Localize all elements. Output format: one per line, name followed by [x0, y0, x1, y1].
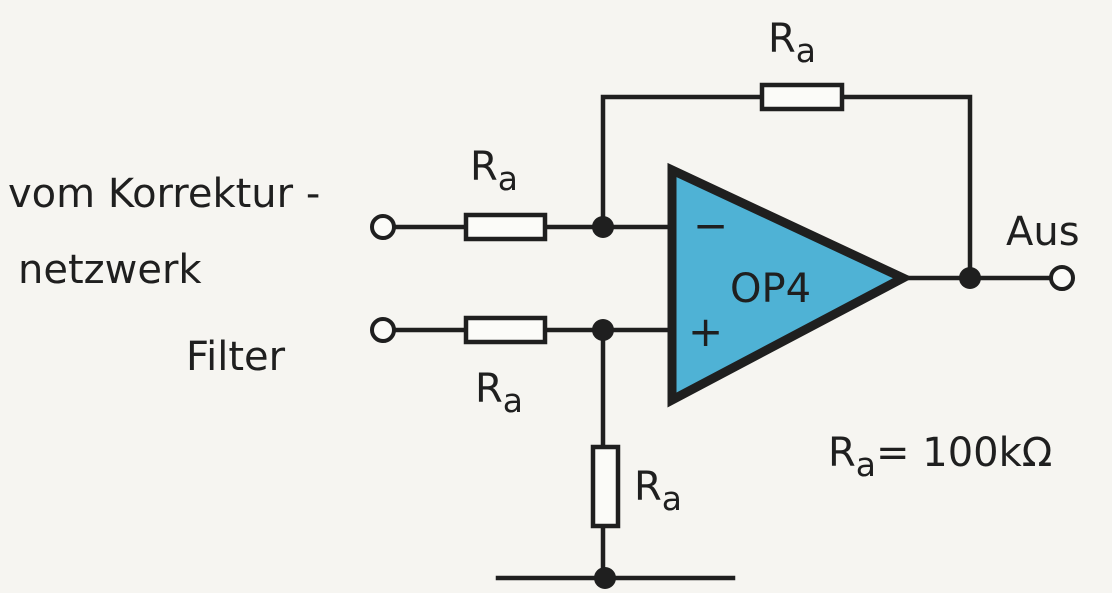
opamp-triangle: [667, 162, 914, 408]
input-resistor-inverting: [463, 212, 548, 242]
feedback-resistor: [759, 82, 845, 112]
opamp-plus-sign: +: [688, 307, 723, 356]
correction-network-label-line2: netzwerk: [18, 247, 202, 293]
terminal-filter-input: [370, 317, 396, 343]
opamp-name: OP4: [730, 266, 811, 312]
opamp-minus-sign: −: [693, 201, 728, 250]
input-resistor-noninverting-label: Ra: [475, 366, 523, 420]
terminal-output: [1049, 265, 1075, 291]
feedback-wire: [600, 94, 973, 281]
junction-noninverting: [592, 319, 614, 341]
ground-resistor: [590, 444, 621, 529]
feedback-resistor-label: Ra: [768, 16, 816, 70]
terminal-correction-input: [370, 214, 396, 240]
resistor-value-spec: Ra= 100kΩ: [828, 430, 1052, 484]
junction-output: [959, 267, 981, 289]
input-resistor-inverting-label: Ra: [470, 144, 518, 198]
input-resistor-noninverting: [463, 315, 548, 345]
junction-inverting: [592, 216, 614, 238]
output-label: Aus: [1006, 209, 1080, 255]
junction-ground: [594, 567, 616, 589]
correction-network-label-line1: vom Korrektur -: [8, 171, 320, 217]
filter-label: Filter: [186, 334, 286, 380]
ground-resistor-label: Ra: [634, 464, 682, 518]
